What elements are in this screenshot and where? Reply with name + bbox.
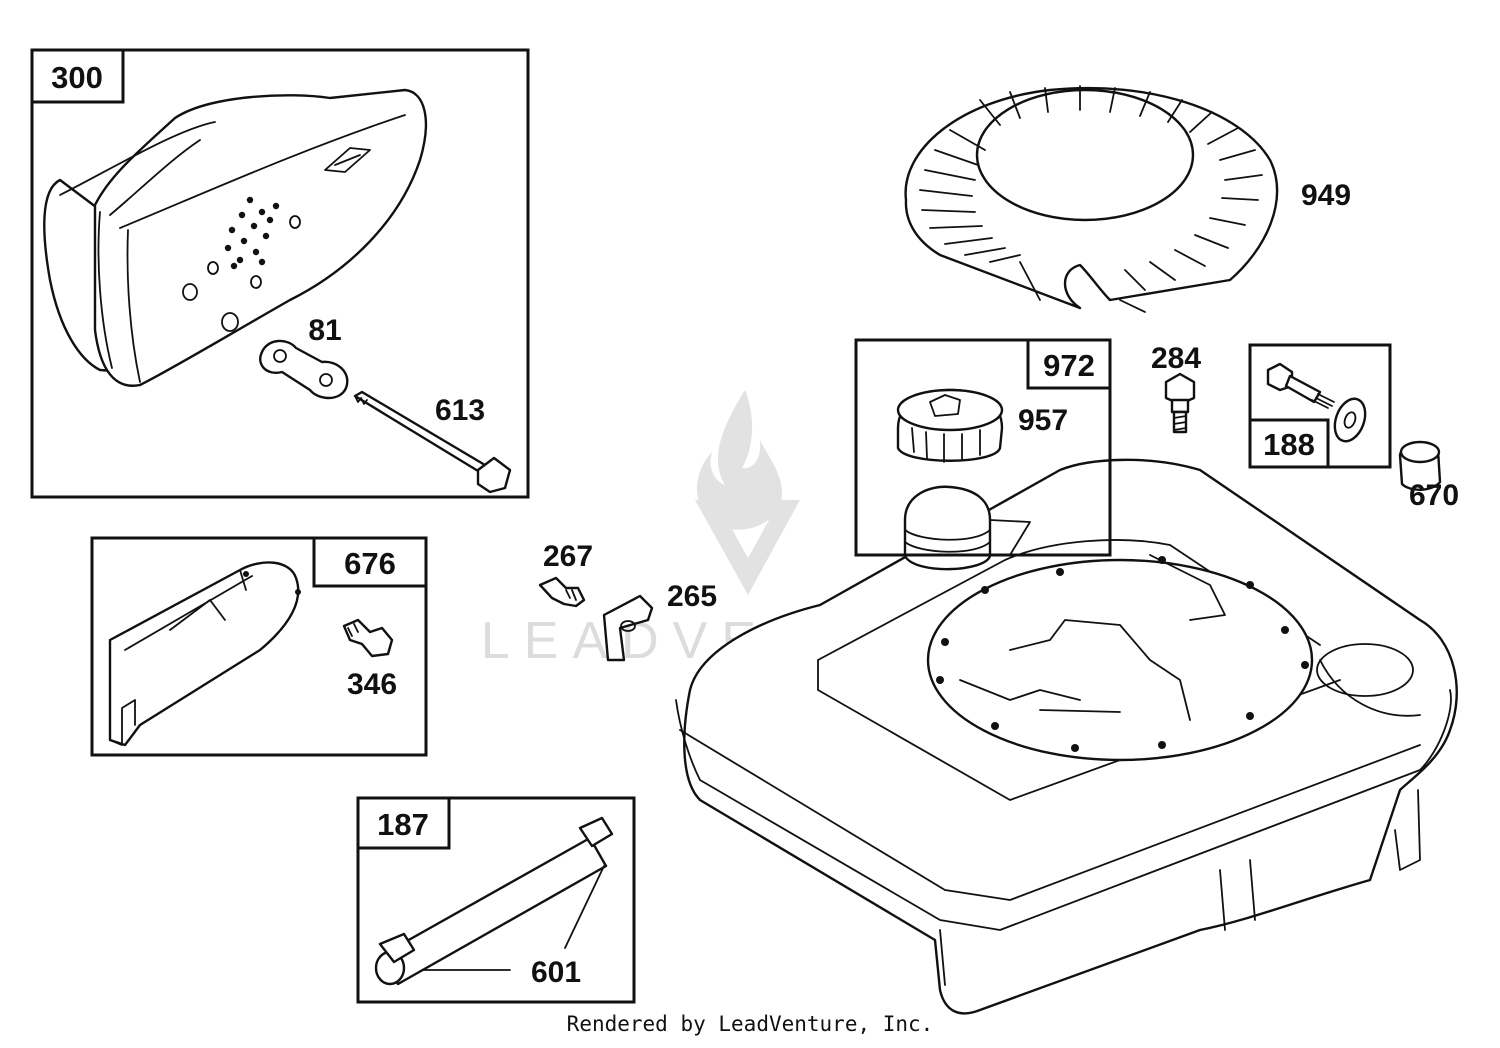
- screw-346: [342, 618, 394, 658]
- callout-265: 265: [667, 580, 717, 613]
- callout-601-leader-b: [564, 865, 605, 949]
- render-credit: Rendered by LeadVenture, Inc.: [566, 1012, 934, 1036]
- fuel-cap: [896, 388, 1004, 463]
- muffler-guard: [108, 561, 301, 747]
- group-300-label: 300: [51, 60, 103, 95]
- callout-957: 957: [1018, 404, 1068, 437]
- group-676-label-box: [312, 536, 428, 588]
- clip-265: [602, 594, 654, 662]
- group-188-label-box: [1248, 418, 1330, 469]
- group-676-label: 676: [344, 546, 396, 581]
- group-187-frame: [356, 796, 636, 1004]
- callout-267: 267: [543, 540, 593, 573]
- group-972-label-box: [1026, 338, 1112, 390]
- callout-346: 346: [347, 668, 397, 701]
- group-676-muffler-guard: 676 346: [90, 536, 428, 757]
- group-188-label: 188: [1263, 427, 1315, 462]
- callout-284: 284: [1151, 342, 1201, 375]
- callout-601: 601: [531, 956, 581, 989]
- callout-949: 949: [1301, 179, 1351, 212]
- washer: [1333, 397, 1367, 443]
- group-187-label-box: [356, 796, 451, 850]
- group-300-label-box: [30, 48, 125, 104]
- bolt-284: [1164, 372, 1196, 434]
- screw-267: [538, 576, 586, 608]
- fuel-line-hose: [374, 816, 614, 986]
- muffler-bolt-613: [353, 390, 512, 494]
- muffler-plate-81: [259, 339, 349, 400]
- spacer-670: [1398, 440, 1442, 491]
- fuel-tank: [675, 458, 1458, 1015]
- shoulder-bolt: [1266, 362, 1335, 409]
- group-187-fuel-line: 187 601: [356, 796, 636, 1004]
- group-972-label: 972: [1043, 348, 1095, 383]
- blower-housing-949: [904, 85, 1279, 313]
- muffler-perforations: [224, 196, 280, 270]
- callout-81: 81: [308, 314, 341, 347]
- group-300-muffler-kit: 300: [30, 48, 530, 499]
- muffler: [43, 88, 428, 387]
- callout-670: 670: [1409, 479, 1459, 512]
- group-187-label: 187: [377, 807, 429, 842]
- group-972-fuel-cap: 972 957: [854, 338, 1112, 557]
- group-972-frame: [854, 338, 1112, 557]
- callout-613: 613: [435, 394, 485, 427]
- group-188-bolt-kit: 188: [1248, 343, 1392, 469]
- group-300-frame: [30, 48, 530, 499]
- group-676-frame: [90, 536, 428, 757]
